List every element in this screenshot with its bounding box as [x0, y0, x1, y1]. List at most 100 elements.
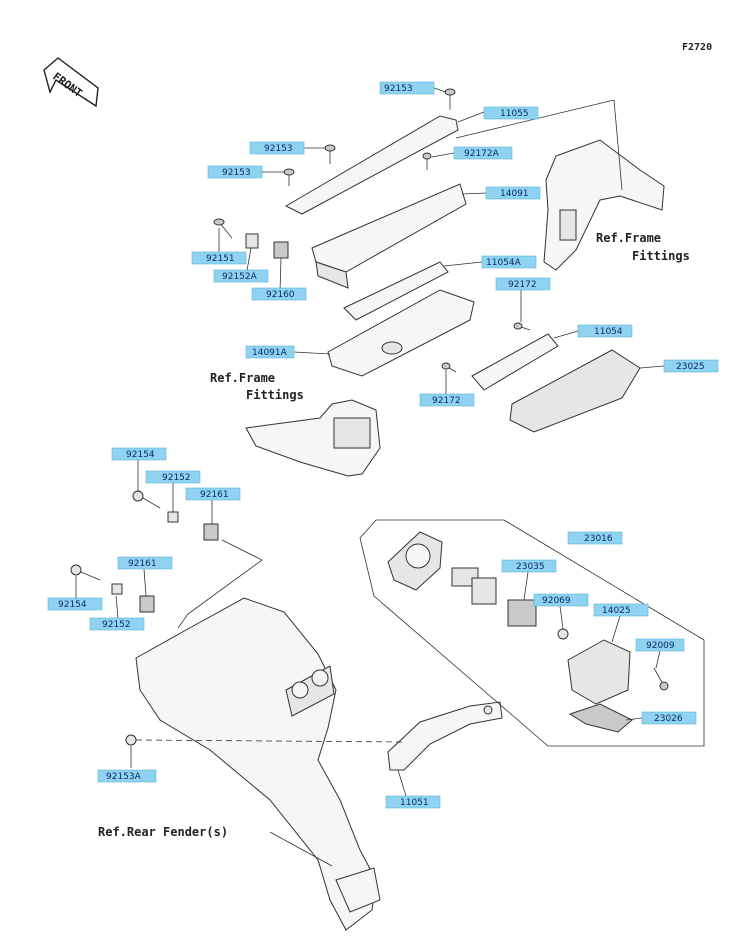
svg-text:92151: 92151 — [206, 254, 235, 264]
socket-23035 — [507, 599, 537, 627]
part-label-92154-b[interactable]: 92154 — [47, 597, 103, 611]
svg-text:92160: 92160 — [266, 290, 295, 300]
frame-fitting-left — [245, 399, 381, 477]
ref-frame-fittings-left-line1: Ref.Frame — [210, 371, 275, 385]
svg-text:92153: 92153 — [264, 144, 293, 154]
bolt-icon — [213, 218, 233, 239]
svg-text:11054: 11054 — [594, 327, 623, 337]
part-label-92069[interactable]: 92069 — [533, 593, 589, 607]
upper-bracket-14091 — [311, 183, 467, 289]
svg-text:92172A: 92172A — [464, 149, 500, 159]
screw-icon — [513, 322, 531, 331]
part-label-92172A[interactable]: 92172A — [453, 146, 513, 160]
svg-text:92152: 92152 — [162, 473, 191, 483]
part-label-92172-b[interactable]: 92172 — [419, 393, 475, 407]
bolt-icon — [70, 564, 101, 581]
part-label-92160[interactable]: 92160 — [251, 287, 307, 301]
part-label-23025[interactable]: 23025 — [663, 359, 719, 373]
screw-icon — [422, 152, 432, 170]
part-label-92009[interactable]: 92009 — [635, 638, 685, 652]
bracket-11054 — [471, 333, 559, 391]
svg-text:92069: 92069 — [542, 596, 571, 606]
license-light-box — [359, 519, 705, 747]
part-label-92153-c[interactable]: 92153 — [207, 165, 263, 179]
part-label-92152-a[interactable]: 92152 — [145, 470, 201, 484]
ref-rear-fender: Ref.Rear Fender(s) — [98, 825, 228, 839]
collar-icon — [111, 583, 123, 595]
leader-lines — [75, 87, 665, 867]
svg-text:92153A: 92153A — [106, 772, 142, 782]
grommet-icon — [203, 523, 219, 541]
part-label-92152-b[interactable]: 92152 — [89, 617, 145, 631]
svg-text:14091A: 14091A — [252, 348, 288, 358]
part-label-92153-b[interactable]: 92153 — [249, 141, 305, 155]
part-label-92151[interactable]: 92151 — [191, 251, 247, 265]
svg-text:11055: 11055 — [500, 109, 529, 119]
svg-text:92172: 92172 — [432, 396, 461, 406]
part-label-92153A[interactable]: 92153A — [97, 769, 157, 783]
svg-text:23025: 23025 — [676, 362, 705, 372]
bracket-11055 — [284, 115, 459, 215]
svg-text:11051: 11051 — [400, 798, 429, 808]
reflector-23025 — [509, 349, 641, 433]
svg-text:11054A: 11054A — [486, 258, 522, 268]
svg-text:92152: 92152 — [102, 620, 131, 630]
svg-text:92161: 92161 — [200, 490, 229, 500]
svg-text:14091: 14091 — [500, 189, 529, 199]
part-label-92152A[interactable]: 92152A — [213, 269, 269, 283]
screw-icon — [653, 667, 669, 691]
bolt-icon — [283, 168, 295, 186]
svg-text:92154: 92154 — [126, 450, 155, 460]
screw-icon — [441, 362, 457, 373]
cover-14091A — [327, 289, 475, 377]
svg-text:92152A: 92152A — [222, 272, 258, 282]
bolt-icon — [132, 490, 161, 509]
socket-icon — [451, 567, 497, 605]
bolt-icon — [125, 734, 137, 746]
part-label-23026[interactable]: 23026 — [641, 711, 697, 725]
part-label-23035[interactable]: 23035 — [501, 559, 557, 573]
front-arrow-icon: FRONT — [43, 57, 99, 108]
part-label-14091[interactable]: 14091 — [485, 186, 541, 200]
collar-icon — [245, 233, 259, 249]
svg-text:23035: 23035 — [516, 562, 545, 572]
bolt-icon — [444, 88, 456, 110]
svg-text:92153: 92153 — [384, 84, 413, 94]
part-label-23016[interactable]: 23016 — [567, 531, 623, 545]
part-label-92161-a[interactable]: 92161 — [185, 487, 241, 501]
part-label-11054[interactable]: 11054 — [577, 324, 633, 338]
svg-text:14025: 14025 — [602, 606, 631, 616]
lens-14025 — [567, 639, 631, 705]
light-housing-23016 — [387, 531, 443, 591]
figure-id: F2720 — [682, 42, 712, 53]
part-label-92161-b[interactable]: 92161 — [117, 556, 173, 570]
stay-11054A — [343, 261, 449, 321]
rear-fender — [135, 597, 381, 931]
bolt-icon — [324, 144, 336, 164]
svg-text:92161: 92161 — [128, 559, 157, 569]
part-label-11054A[interactable]: 11054A — [481, 255, 537, 269]
grommet-icon — [139, 595, 155, 613]
svg-text:92153: 92153 — [222, 168, 251, 178]
svg-text:92154: 92154 — [58, 600, 87, 610]
part-label-92153-a[interactable]: 92153 — [379, 81, 435, 95]
frame-fitting-right — [543, 139, 665, 271]
collar-icon — [167, 511, 179, 523]
part-label-92154-a[interactable]: 92154 — [111, 447, 167, 461]
part-label-92172-a[interactable]: 92172 — [495, 277, 551, 291]
plate-bracket-11051 — [387, 701, 503, 771]
svg-text:23026: 23026 — [654, 714, 683, 724]
ref-frame-fittings-left-line2: Fittings — [246, 388, 304, 402]
bulb-92069 — [557, 628, 569, 640]
svg-text:92172: 92172 — [508, 280, 537, 290]
svg-text:92009: 92009 — [646, 641, 675, 651]
part-label-14025[interactable]: 14025 — [593, 603, 649, 617]
part-label-11051[interactable]: 11051 — [385, 795, 441, 809]
ref-frame-fittings-right-line1: Ref.Frame — [596, 231, 661, 245]
ref-frame-fittings-right-line2: Fittings — [632, 249, 690, 263]
part-label-14091A[interactable]: 14091A — [245, 345, 295, 359]
part-label-11055[interactable]: 11055 — [483, 106, 539, 120]
grommet-icon — [273, 241, 289, 259]
svg-text:23016: 23016 — [584, 534, 613, 544]
